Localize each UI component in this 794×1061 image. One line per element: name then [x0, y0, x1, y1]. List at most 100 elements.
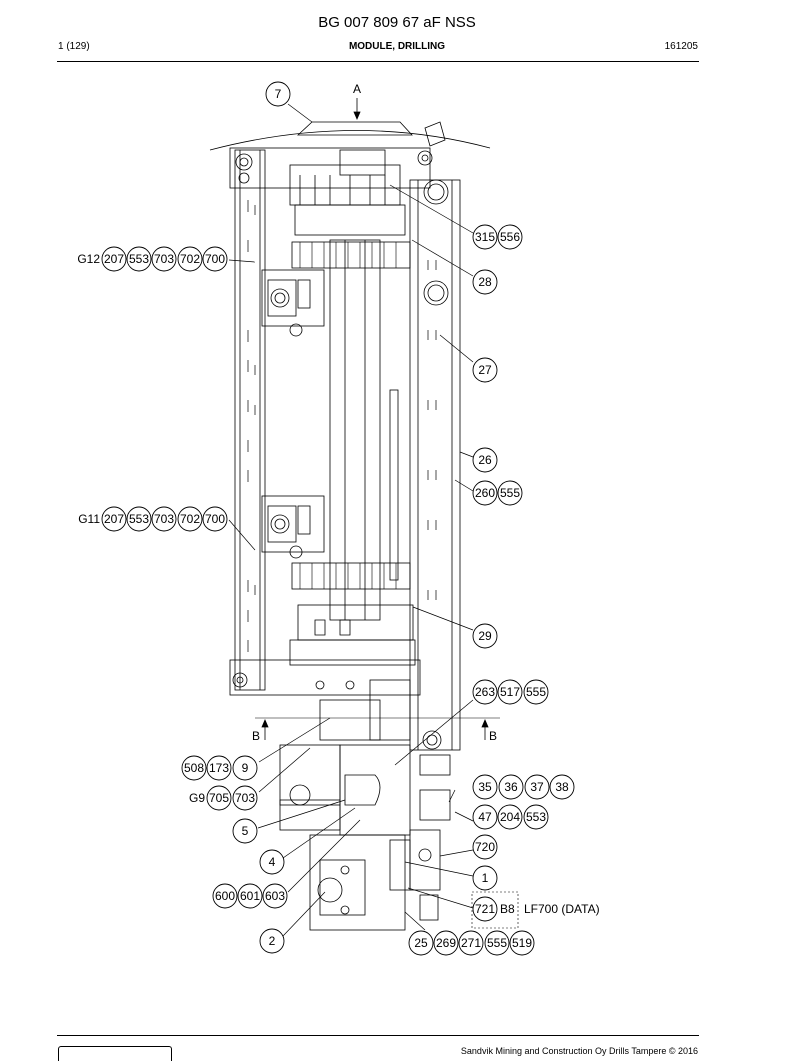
callout-label: 700 — [205, 252, 225, 266]
callout-label: 508 — [184, 761, 204, 775]
callout-label: 720 — [475, 840, 495, 854]
callout-519 — [509, 930, 535, 956]
callout-label: 553 — [526, 810, 546, 824]
machine-drawing — [209, 121, 519, 931]
callout-label: 5 — [242, 824, 249, 838]
callout-label: 207 — [104, 252, 124, 266]
page-number: 1 (129) — [58, 41, 90, 52]
callout-label: 271 — [461, 936, 481, 950]
callout-label: 702 — [180, 252, 200, 266]
callout-label: 28 — [478, 275, 492, 289]
callout-703 — [232, 785, 258, 811]
callout-label: 519 — [512, 936, 532, 950]
callout-label: 601 — [240, 889, 260, 903]
callout-47 — [472, 804, 498, 830]
callout-555 — [484, 930, 510, 956]
group-label-g11: G11 — [78, 512, 100, 526]
callout-553 — [523, 804, 549, 830]
callout-700 — [202, 246, 228, 272]
callout-703 — [151, 506, 177, 532]
group-label-b8: B8 — [500, 902, 515, 916]
callout-1 — [472, 865, 498, 891]
footer-copyright: Sandvik Mining and Construction Oy Drill… — [460, 1046, 698, 1056]
view-label-b-left: B — [252, 729, 260, 743]
callout-label: 1 — [482, 871, 489, 885]
callout-207 — [101, 246, 127, 272]
callout-label: 555 — [500, 486, 520, 500]
callout-label: 9 — [242, 761, 249, 775]
callout-label: 553 — [129, 252, 149, 266]
document-title: BG 007 809 67 aF NSS — [318, 14, 476, 31]
callout-balloons — [101, 81, 575, 956]
callout-26 — [472, 447, 498, 473]
callout-label: 703 — [235, 791, 255, 805]
callout-38 — [549, 774, 575, 800]
callout-label: 204 — [500, 810, 520, 824]
callout-35 — [472, 774, 498, 800]
callout-207 — [101, 506, 127, 532]
group-label-g9: G9 — [189, 791, 205, 805]
callout-555 — [523, 679, 549, 705]
callout-556 — [497, 224, 523, 250]
document-date: 161205 — [664, 41, 698, 52]
callout-label: 37 — [530, 780, 544, 794]
callout-5 — [232, 818, 258, 844]
callout-25 — [408, 930, 434, 956]
callout-600 — [212, 883, 238, 909]
callout-603 — [262, 883, 288, 909]
callout-263 — [472, 679, 498, 705]
callout-label: 26 — [478, 453, 492, 467]
callout-700 — [202, 506, 228, 532]
callout-703 — [151, 246, 177, 272]
header-rule — [57, 61, 699, 62]
callout-315 — [472, 224, 498, 250]
callout-label: 260 — [475, 486, 495, 500]
callout-269 — [433, 930, 459, 956]
callout-label: 269 — [436, 936, 456, 950]
callout-label: 173 — [209, 761, 229, 775]
callout-label: 25 — [414, 936, 428, 950]
callout-702 — [177, 246, 203, 272]
callout-517 — [497, 679, 523, 705]
callout-601 — [237, 883, 263, 909]
callout-label: 4 — [269, 855, 276, 869]
callout-label: 603 — [265, 889, 285, 903]
callout-702 — [177, 506, 203, 532]
callout-label: 703 — [154, 252, 174, 266]
callout-label: 207 — [104, 512, 124, 526]
callout-label: 702 — [180, 512, 200, 526]
leader-lines — [228, 103, 474, 937]
callout-271 — [458, 930, 484, 956]
callout-508 — [181, 755, 207, 781]
group-labels: A B B G12 G11 G9 B8 LF700 (DATA) — [77, 82, 599, 916]
sandvik-logo — [58, 1046, 172, 1061]
callout-label: 700 — [205, 512, 225, 526]
callout-37 — [524, 774, 550, 800]
callout-720 — [472, 834, 498, 860]
callout-173 — [206, 755, 232, 781]
view-label-b-right: B — [489, 729, 497, 743]
group-label-g12: G12 — [77, 252, 100, 266]
callout-label: 553 — [129, 512, 149, 526]
callout-label: 29 — [478, 629, 492, 643]
callout-7 — [265, 81, 291, 107]
view-markers — [261, 98, 489, 740]
callout-label: 721 — [475, 902, 495, 916]
callout-labels: 7 315 556 28 27 26 260 555 29 263 517 55… — [104, 87, 569, 950]
callout-9 — [232, 755, 258, 781]
callout-label: 315 — [475, 230, 495, 244]
callout-label: 36 — [504, 780, 518, 794]
callout-label: 38 — [555, 780, 569, 794]
callout-label: 517 — [500, 685, 520, 699]
callout-553 — [126, 246, 152, 272]
callout-2 — [259, 928, 285, 954]
section-title: MODULE, DRILLING — [348, 41, 446, 52]
callout-555 — [497, 480, 523, 506]
callout-label: 7 — [275, 87, 282, 101]
callout-label: 2 — [269, 934, 276, 948]
callout-721 — [472, 896, 498, 922]
callout-705 — [206, 785, 232, 811]
callout-29 — [472, 623, 498, 649]
view-label-a: A — [353, 82, 361, 96]
